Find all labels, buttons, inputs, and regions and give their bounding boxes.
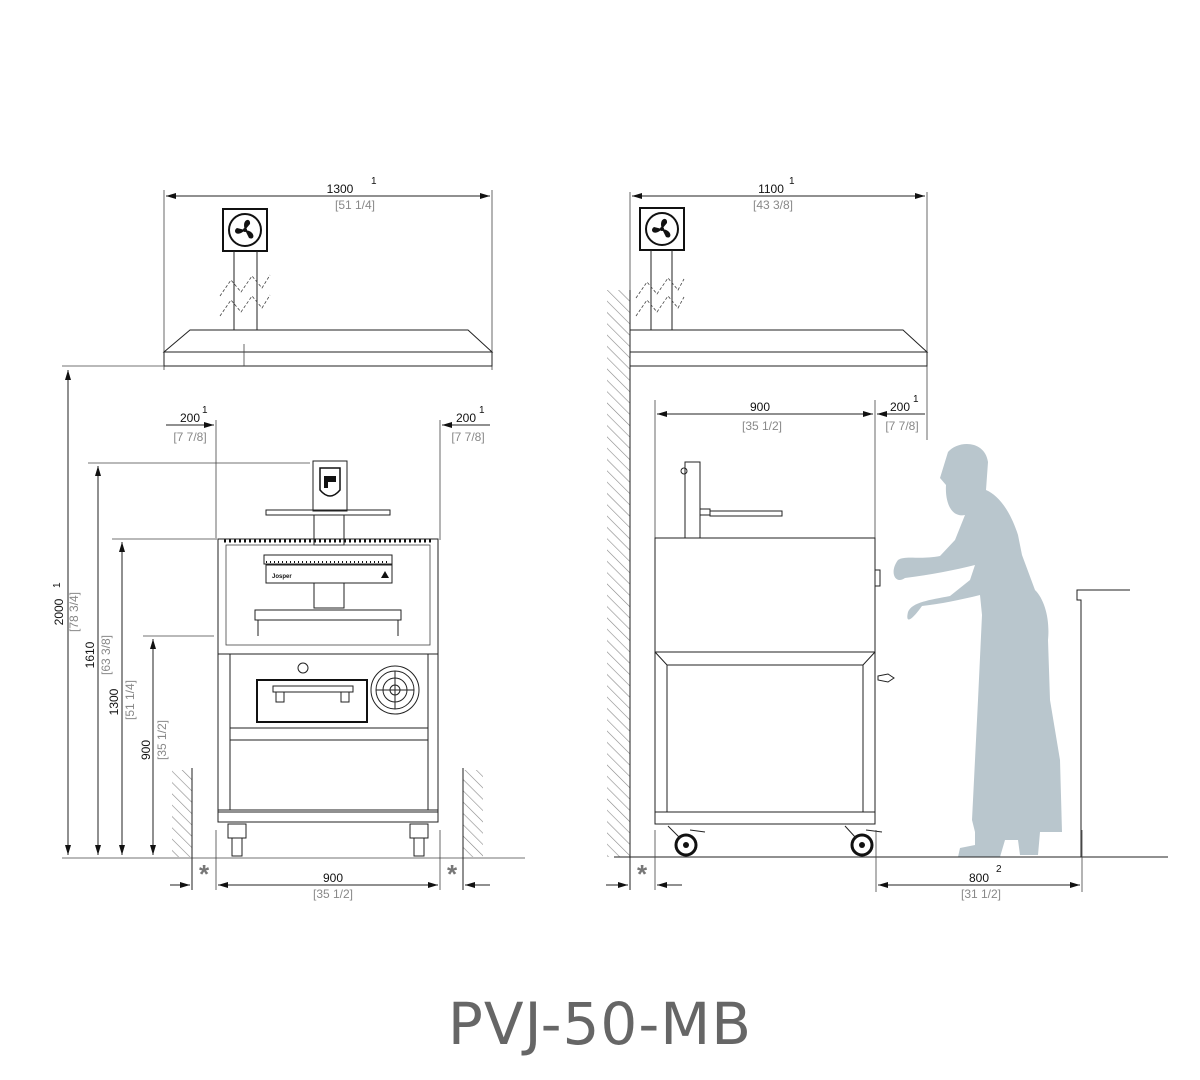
side-front-clearance-note: 1 <box>913 394 919 405</box>
model-title: PVJ-50-MB <box>447 990 753 1058</box>
operator-silhouette <box>893 443 1062 857</box>
side-operator-space-inch: [31 1/2] <box>961 887 1001 901</box>
svg-text:Josper: Josper <box>272 574 292 580</box>
back-wall-hatch <box>607 290 630 857</box>
oven-side <box>654 461 895 857</box>
front-hood-height-inch: [78 3/4] <box>67 592 81 632</box>
front-hood-width-mm: 1300 <box>327 182 354 196</box>
front-work-height-mm: 900 <box>139 740 153 760</box>
front-hood-width-note: 1 <box>371 176 377 187</box>
side-front-clearance-mm: 200 <box>890 400 910 414</box>
front-total-height-mm: 1610 <box>83 641 97 668</box>
front-width-mm: 900 <box>323 871 343 885</box>
side-wall-gap: * <box>637 859 648 889</box>
side-front-clearance-inch: [7 7/8] <box>885 419 918 433</box>
side-operator-space-note: 2 <box>996 864 1002 875</box>
front-hood-height-mm: 2000 <box>52 598 66 625</box>
front-view: 1300 1 [51 1/4] 200 1 [7 7/8] 200 1 [7 7… <box>52 176 525 901</box>
right-wall-hatch <box>463 770 483 857</box>
front-top-height-inch: [51 1/4] <box>123 680 137 720</box>
side-hood-depth-note: 1 <box>789 176 795 187</box>
front-left-clearance-inch: [7 7/8] <box>173 430 206 444</box>
front-top-height-mm: 1300 <box>107 688 121 715</box>
side-depth-inch: [35 1/2] <box>742 419 782 433</box>
front-left-clearance-mm: 200 <box>180 411 200 425</box>
front-left-wall-gap: * <box>199 859 210 889</box>
side-view: 1100 1 [43 3/8] 900 [35 1/2] 200 1 [7 7/… <box>606 176 1168 901</box>
front-hood-height-note: 1 <box>52 582 63 588</box>
front-right-clearance-mm: 200 <box>456 411 476 425</box>
front-work-height-inch: [35 1/2] <box>155 720 169 760</box>
side-hood-depth-inch: [43 3/8] <box>753 198 793 212</box>
front-total-height-inch: [63 3/8] <box>99 635 113 675</box>
side-operator-space-mm: 800 <box>969 871 989 885</box>
oven-front: Josper <box>217 460 439 857</box>
front-left-clearance-note: 1 <box>202 405 208 416</box>
fan-icon <box>639 207 685 251</box>
front-hood-width-inch: [51 1/4] <box>335 198 375 212</box>
front-right-clearance-inch: [7 7/8] <box>451 430 484 444</box>
left-wall-hatch <box>172 770 192 857</box>
side-hood-depth-mm: 1100 <box>758 182 784 196</box>
fan-icon <box>222 208 268 252</box>
front-right-wall-gap: * <box>447 859 458 889</box>
front-width-inch: [35 1/2] <box>313 887 353 901</box>
front-right-clearance-note: 1 <box>479 405 485 416</box>
side-depth-mm: 900 <box>750 400 770 414</box>
